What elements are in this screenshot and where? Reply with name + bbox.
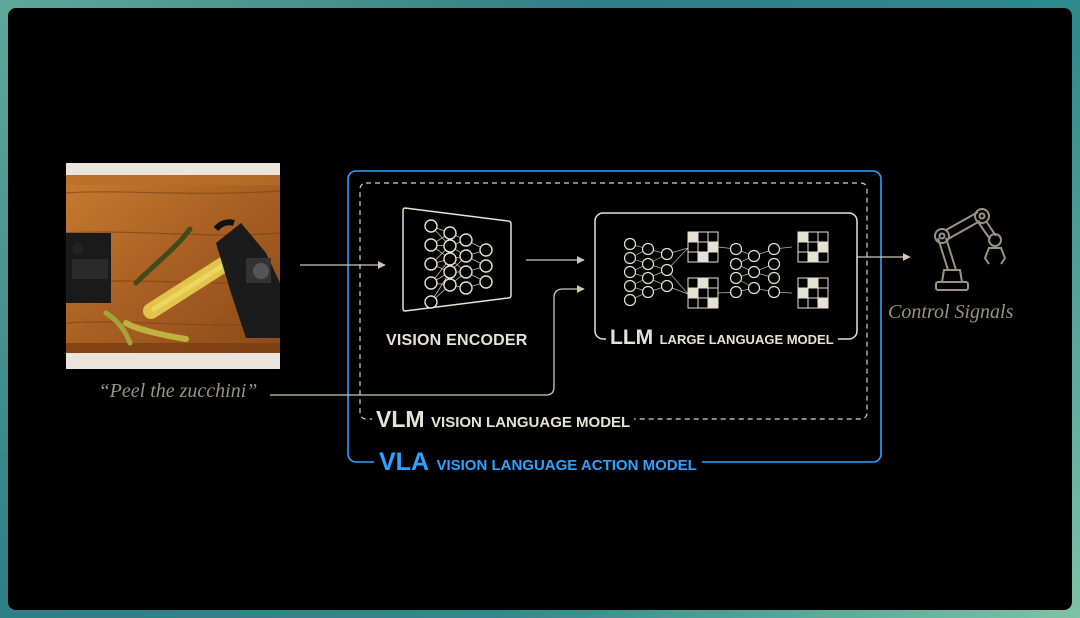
vlm-abbr: VLM [376, 406, 425, 432]
vla-label: VLA VISION LANGUAGE ACTION MODEL [374, 450, 702, 475]
vlm-full: VISION LANGUAGE MODEL [431, 414, 631, 431]
vlm-label: VLM VISION LANGUAGE MODEL [372, 406, 635, 432]
robot-peeling-photo [66, 163, 280, 369]
text-to-llm-arrow [270, 285, 585, 396]
neural-network-icon [402, 207, 512, 312]
control-signals-label: Control Signals [888, 301, 1014, 323]
diagram-canvas [270, 170, 1007, 463]
llm-full: LARGE LANGUAGE MODEL [659, 332, 834, 347]
robot-arm-icon [934, 208, 1007, 291]
vla-full: VISION LANGUAGE ACTION MODEL [436, 457, 697, 474]
llm-abbr: LLM [610, 326, 654, 349]
slide-frame: “Peel the zucchini” VISION ENCODER LLM L… [8, 8, 1072, 610]
instruction-text: “Peel the zucchini” [98, 380, 258, 402]
vision-encoder-label: VISION ENCODER [386, 332, 528, 349]
vla-abbr: VLA [379, 448, 429, 476]
llm-label: LLM LARGE LANGUAGE MODEL [606, 327, 838, 348]
transformer-icon [623, 231, 829, 309]
